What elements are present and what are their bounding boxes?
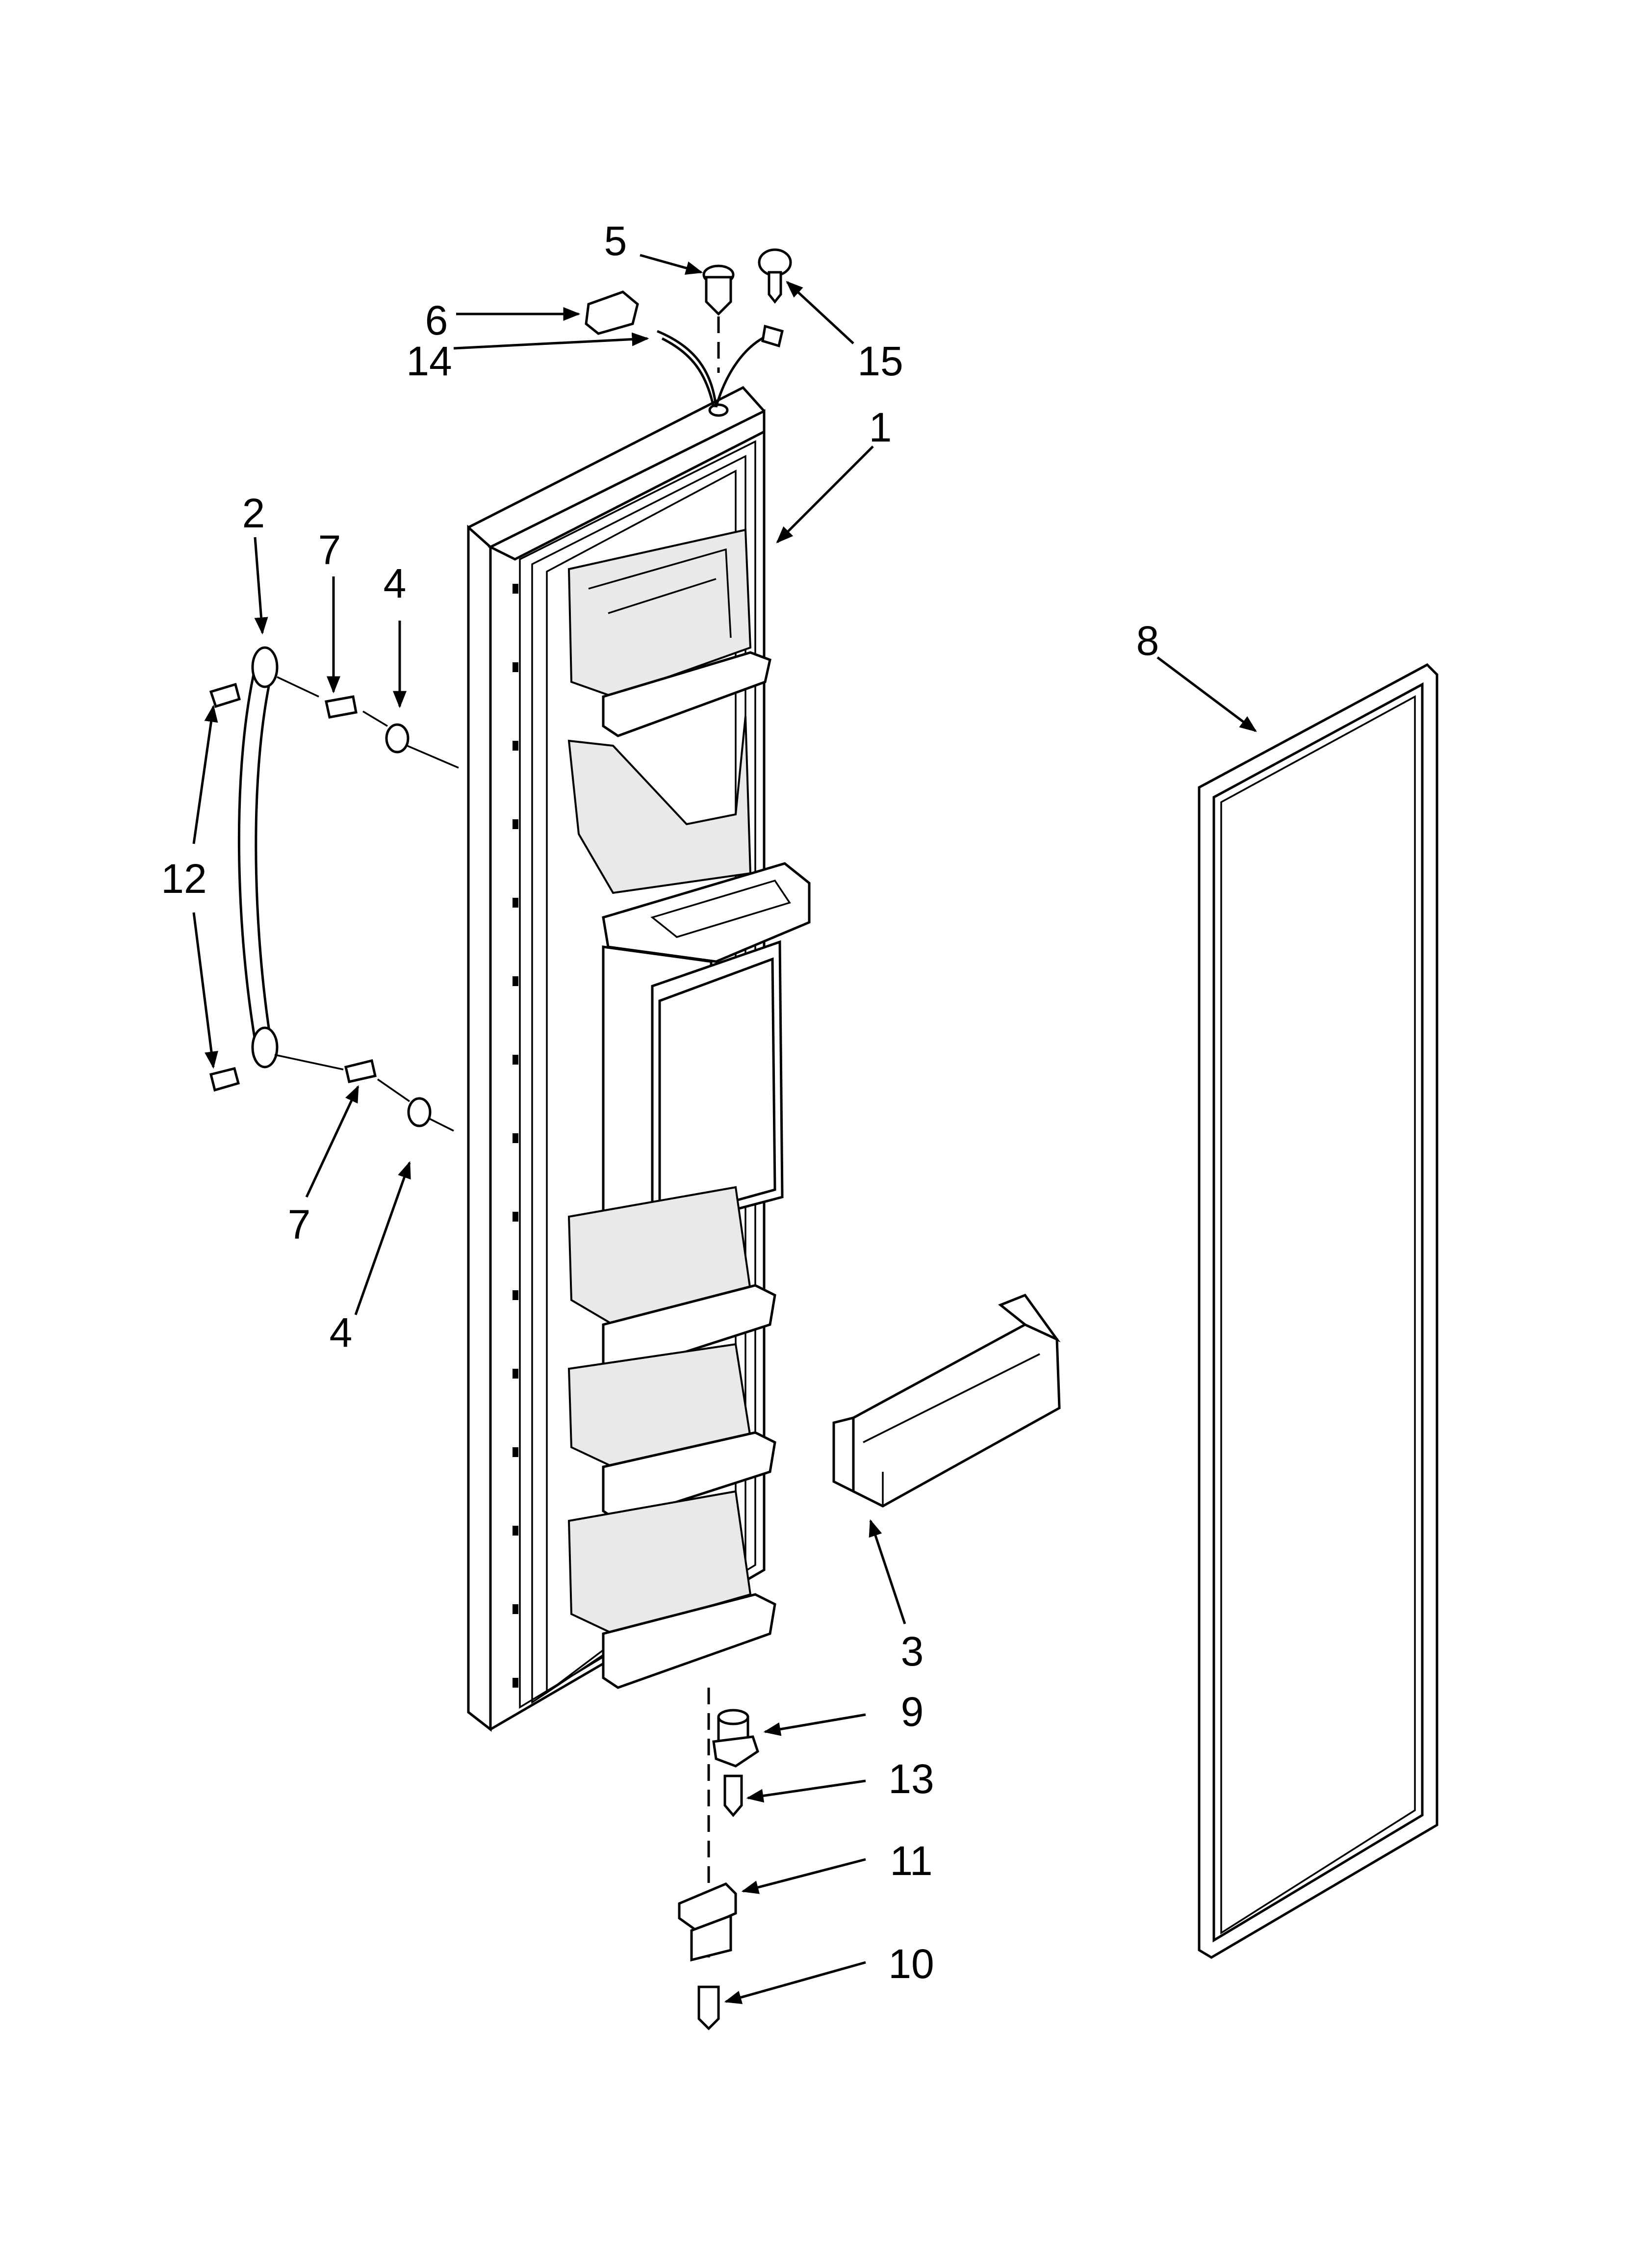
callout-5: 5 <box>604 218 627 264</box>
leader-lines <box>192 254 1257 2004</box>
door-assembly <box>467 386 811 1732</box>
callout-2: 2 <box>242 490 265 536</box>
callout-3: 3 <box>901 1628 924 1674</box>
callout-13: 13 <box>888 1756 934 1802</box>
callout-10: 10 <box>888 1941 934 1987</box>
door-bin <box>832 1293 1061 1508</box>
callout-1: 1 <box>869 404 892 450</box>
callout-6: 6 <box>425 297 448 343</box>
callout-labels: 1 2 3 4 4 5 6 7 7 8 9 10 11 12 13 14 15 <box>161 218 1159 1987</box>
callout-12: 12 <box>161 856 206 902</box>
bottom-hinge-assembly <box>678 1688 759 2031</box>
callout-7-upper: 7 <box>318 527 341 573</box>
door-gasket <box>1198 663 1438 1959</box>
callout-15: 15 <box>857 338 903 384</box>
callout-9: 9 <box>901 1689 924 1735</box>
callout-14: 14 <box>406 338 452 384</box>
callout-8: 8 <box>1136 618 1159 664</box>
door-handle <box>209 646 459 1132</box>
light-and-harness <box>585 248 792 408</box>
callout-4-upper: 4 <box>384 560 407 606</box>
callout-7-lower: 7 <box>288 1201 311 1248</box>
callout-4-lower: 4 <box>330 1309 353 1356</box>
liner-clip-row <box>513 584 518 1688</box>
callout-11: 11 <box>890 1838 932 1884</box>
